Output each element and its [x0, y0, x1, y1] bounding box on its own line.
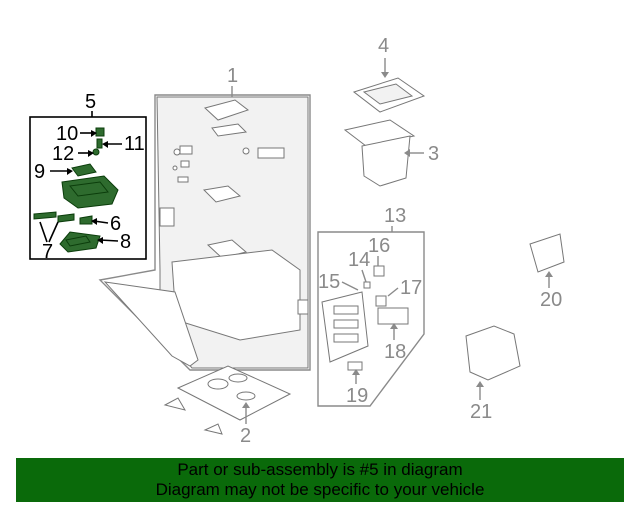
trim-panel-part-20[interactable] [529, 233, 565, 273]
leader-7b [48, 221, 59, 243]
callout-10: 10 [56, 123, 78, 145]
callout-4: 4 [378, 35, 389, 57]
callout-18: 18 [384, 341, 406, 363]
callout-7: 7 [42, 241, 53, 263]
leader-18-arrow [390, 323, 398, 329]
leader-19-arrow [352, 369, 360, 375]
callout-19: 19 [346, 385, 368, 407]
leader-2-arrow [242, 402, 250, 408]
callout-8: 8 [120, 231, 131, 253]
leader-10-arrow [91, 130, 97, 137]
callout-9: 9 [34, 161, 45, 183]
leader-3-arrow [404, 149, 410, 157]
callout-21: 21 [470, 401, 492, 423]
callout-13: 13 [384, 205, 406, 227]
info-banner: Part or sub-assembly is #5 in diagram Di… [16, 458, 624, 502]
callout-5: 5 [85, 91, 96, 113]
leader-21-arrow [476, 381, 484, 387]
banner-line-2: Diagram may not be specific to your vehi… [155, 480, 485, 499]
leader-20-arrow [545, 271, 553, 277]
callout-12: 12 [52, 143, 74, 165]
mounting-bracket-part-2[interactable] [163, 365, 292, 435]
callout-14: 14 [348, 249, 370, 271]
callout-2: 2 [240, 425, 251, 447]
callout-15: 15 [318, 271, 340, 293]
storage-bin-part-3[interactable] [343, 119, 416, 187]
banner-line-1: Part or sub-assembly is #5 in diagram [177, 460, 463, 479]
sub-assembly-part-5[interactable] [29, 116, 147, 260]
tray-part-4[interactable] [352, 77, 426, 113]
leader-12-arrow [88, 150, 94, 157]
leader-14 [361, 269, 367, 283]
leader-9-arrow [67, 168, 73, 175]
leader-11-arrow [102, 141, 108, 148]
leader-7a [39, 221, 48, 243]
callout-1: 1 [227, 65, 238, 87]
leader-8-arrow [97, 237, 103, 244]
leader-6-arrow [91, 218, 97, 225]
cover-part-21[interactable] [465, 325, 521, 381]
callout-20: 20 [540, 289, 562, 311]
callout-6: 6 [110, 213, 121, 235]
callout-3: 3 [428, 143, 439, 165]
callout-16: 16 [368, 235, 390, 257]
callout-17: 17 [400, 277, 422, 299]
leader-17 [387, 287, 399, 297]
leader-15 [341, 281, 359, 291]
console-assembly-part-1[interactable] [98, 94, 311, 371]
bezel-assembly-part-13[interactable] [317, 231, 425, 407]
leader-4-arrow [381, 72, 389, 78]
callout-11: 11 [124, 133, 145, 155]
